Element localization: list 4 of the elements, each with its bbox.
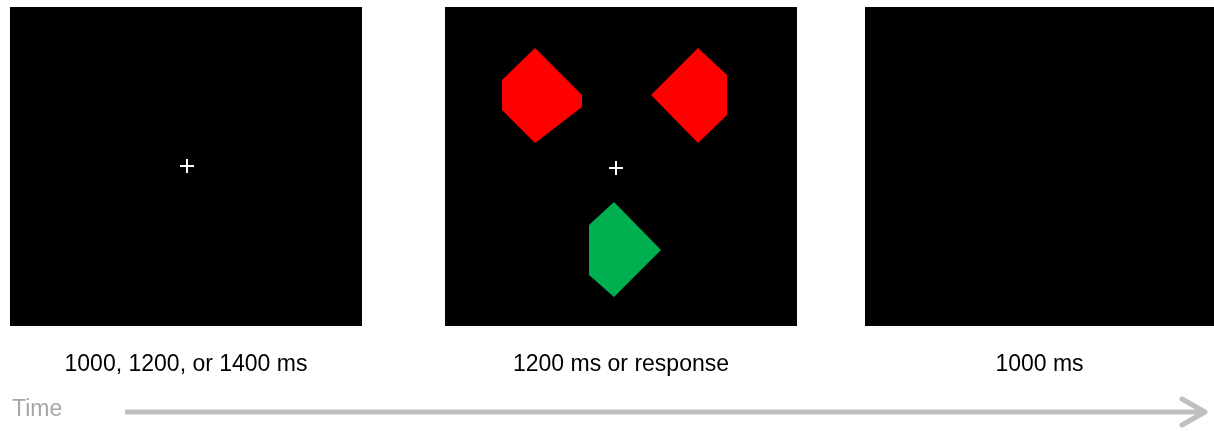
duration-label: 1000, 1200, or 1400 ms [63,350,309,377]
duration-label: 1200 ms or response [511,350,731,377]
duration-label: 1000 ms [994,350,1085,377]
axis-label: Time [12,395,63,422]
